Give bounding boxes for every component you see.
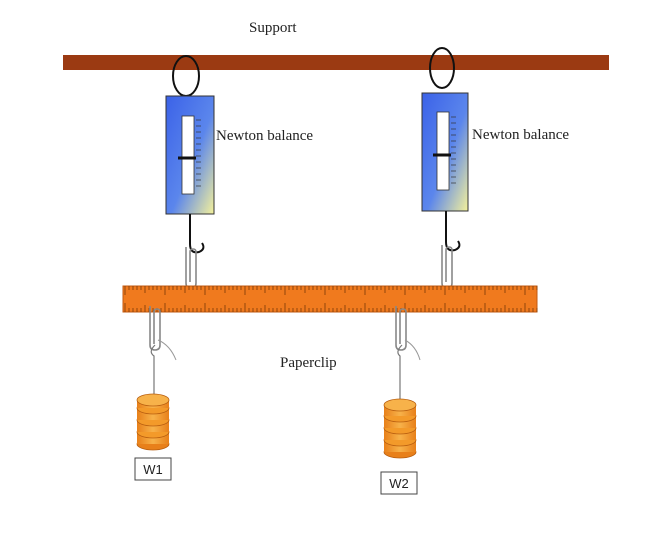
right-hanger-loop-icon — [429, 47, 455, 89]
left-newton-balance — [165, 95, 215, 215]
right-hook-icon — [445, 211, 461, 252]
right-string — [397, 344, 403, 400]
w2-label: W2 — [389, 476, 409, 491]
right-newton-balance — [421, 92, 469, 212]
left-weight-stack-icon — [136, 393, 170, 451]
paperclip-label: Paperclip — [280, 355, 337, 371]
w2-label-box: W2 — [380, 471, 418, 495]
right-weight-stack-icon — [383, 398, 417, 459]
right-balance-label: Newton balance — [472, 127, 570, 143]
w1-label: W1 — [143, 462, 163, 477]
right-upper-paperclip-icon — [441, 245, 453, 289]
left-string — [150, 344, 156, 395]
support-label: Support — [249, 20, 297, 36]
support-bar — [63, 55, 609, 70]
w1-label-box: W1 — [134, 457, 172, 481]
left-hook-icon — [189, 214, 205, 254]
ruler — [122, 285, 538, 313]
left-lower-paperclip-icon — [149, 306, 161, 351]
right-lower-paperclip-icon — [395, 306, 407, 351]
left-balance-label: Newton balance — [216, 128, 314, 144]
